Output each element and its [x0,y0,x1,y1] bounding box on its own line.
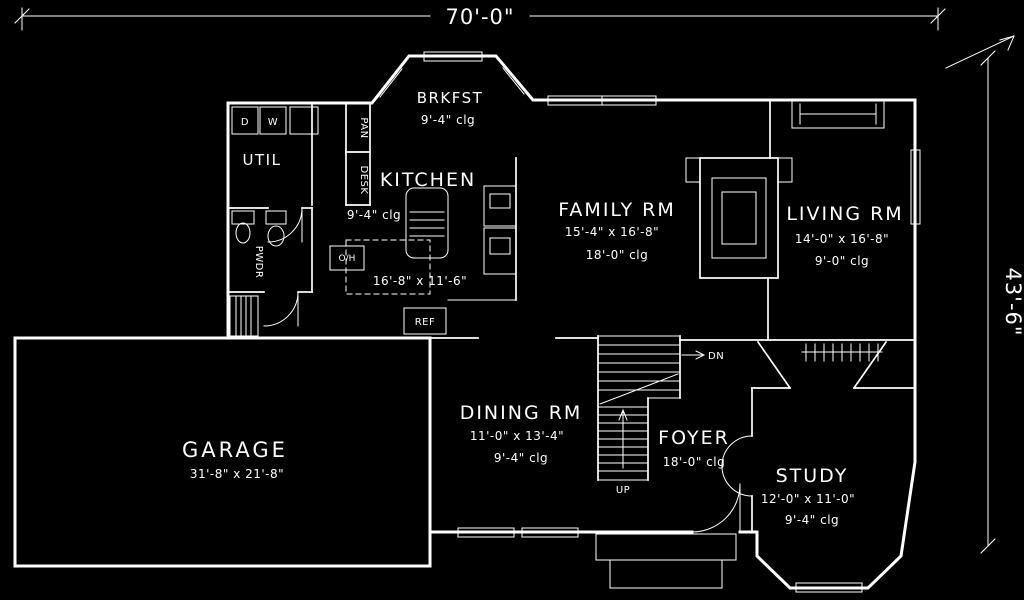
study-bay-window [795,582,863,593]
doors [263,207,753,533]
powder-fixtures [229,210,287,337]
room-clg-living: 9'-0" clg [815,254,869,268]
room-label-foyer: FOYER [658,427,730,449]
front-porch [595,533,737,589]
kitchen-island [405,187,449,259]
overhead-label: O/H [339,254,356,264]
washer-box [259,106,287,135]
refrigerator-label: REF [415,317,436,328]
pantry-label: PAN [358,117,369,138]
room-label-brkfst: BRKFST [417,89,484,107]
living-bay-window [791,99,885,129]
range [483,227,517,275]
foyer-closet [801,343,883,362]
room-label-dining: DINING RM [460,402,583,424]
exterior-walls [13,54,917,590]
windows [379,51,921,593]
study-door-left [721,435,753,467]
room-clg-foyer: 18'-0" clg [663,455,725,469]
dimension-width-label: 70'-0" [445,5,514,29]
room-labels: BRKFST 9'-4" clg UTIL KITCHEN 9'-4" clg … [182,89,903,527]
dryer-box [231,106,259,135]
room-size-dining: 11'-0" x 13'-4" [470,429,564,443]
study-door-right [721,465,753,497]
room-clg-dining: 9'-4" clg [494,451,548,465]
room-label-study: STUDY [776,465,849,487]
overhead-cabinets [345,239,431,295]
powder-door [263,291,299,327]
room-size-study: 12'-0" x 11'-0" [761,492,855,506]
stairs-down-label: DN [708,351,724,362]
garage-walls [13,336,432,568]
room-size-family: 15'-4" x 16'-8" [565,225,659,239]
toilet [265,210,287,225]
dryer-label: D [241,117,249,128]
room-label-pwdr: PWDR [253,246,264,279]
room-label-kitchen: KITCHEN [380,169,476,191]
room-clg-brkfst: 9'-4" clg [421,113,475,127]
kitchen-fixtures: O/H REF [329,185,517,335]
interior-walls [227,99,916,533]
desk-label: DESK [358,166,369,195]
room-label-util: UTIL [243,151,282,169]
staircase: DN UP [597,335,724,496]
room-clg-family: 18'-0" clg [586,248,648,262]
room-size-kitchen: 16'-8" x 11'-6" [373,274,467,288]
room-size-living: 14'-0" x 16'-8" [795,232,889,246]
room-label-living: LIVING RM [786,203,903,225]
wall-oven [483,185,517,227]
dimension-top: 70'-0" [14,5,946,31]
util-door [267,207,303,243]
room-label-garage: GARAGE [182,438,288,462]
room-clg-study: 9'-4" clg [785,513,839,527]
dimension-height-label: 43'-6" [1001,267,1024,336]
room-label-family: FAMILY RM [558,199,675,221]
dimension-right: 43'-6" [945,35,1024,554]
washer-label: W [268,117,278,128]
refrigerator [403,307,447,335]
laundry-fixtures: D W [231,106,319,135]
overhead-box [329,245,365,271]
fireplace [685,157,793,279]
room-clg-kitchen: 9'-4" clg [347,208,401,222]
laundry-tub [289,106,319,135]
room-size-garage: 31'-8" x 21'-8" [190,467,284,481]
linen-closet [229,295,259,337]
front-door [691,483,741,533]
sink [231,210,255,225]
stairs-up-label: UP [616,485,630,496]
